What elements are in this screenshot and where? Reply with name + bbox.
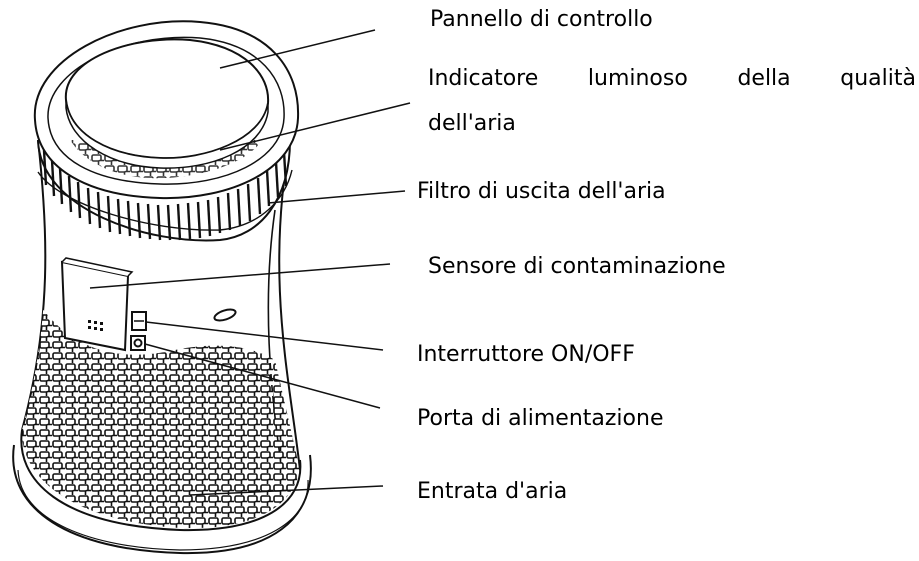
- label-air-quality-indicator-line2: dell'aria: [428, 111, 516, 136]
- power-port: [130, 335, 146, 351]
- air-inlet-grille: [21, 290, 300, 529]
- leader-on-off-switch: [145, 321, 384, 351]
- base-ring: [12, 429, 312, 555]
- label-air-quality-indicator-line1: Indicatore luminoso della qualità: [428, 66, 916, 91]
- label-contamination-sensor: Sensore di contaminazione: [428, 254, 726, 279]
- on-off-switch: [131, 311, 147, 331]
- leader-air-outlet-filter: [267, 190, 406, 204]
- leader-lines: [89, 29, 411, 496]
- leader-air-inlet: [189, 485, 384, 496]
- leader-control-panel: [219, 29, 376, 69]
- leader-contamination-sensor: [89, 263, 391, 289]
- label-air-inlet: Entrata d'aria: [417, 479, 568, 504]
- leader-air-quality-indicator: [219, 102, 411, 151]
- label-air-outlet-filter: Filtro di uscita dell'aria: [417, 179, 666, 204]
- indicator-oval: [213, 308, 237, 322]
- label-on-off-switch: Interruttore ON/OFF: [417, 342, 635, 367]
- label-control-panel: Pannello di controllo: [430, 7, 653, 32]
- control-panel-dome: [64, 38, 270, 169]
- contamination-sensor-window: [60, 257, 134, 352]
- label-power-port: Porta di alimentazione: [417, 406, 664, 431]
- leader-power-port: [144, 343, 381, 409]
